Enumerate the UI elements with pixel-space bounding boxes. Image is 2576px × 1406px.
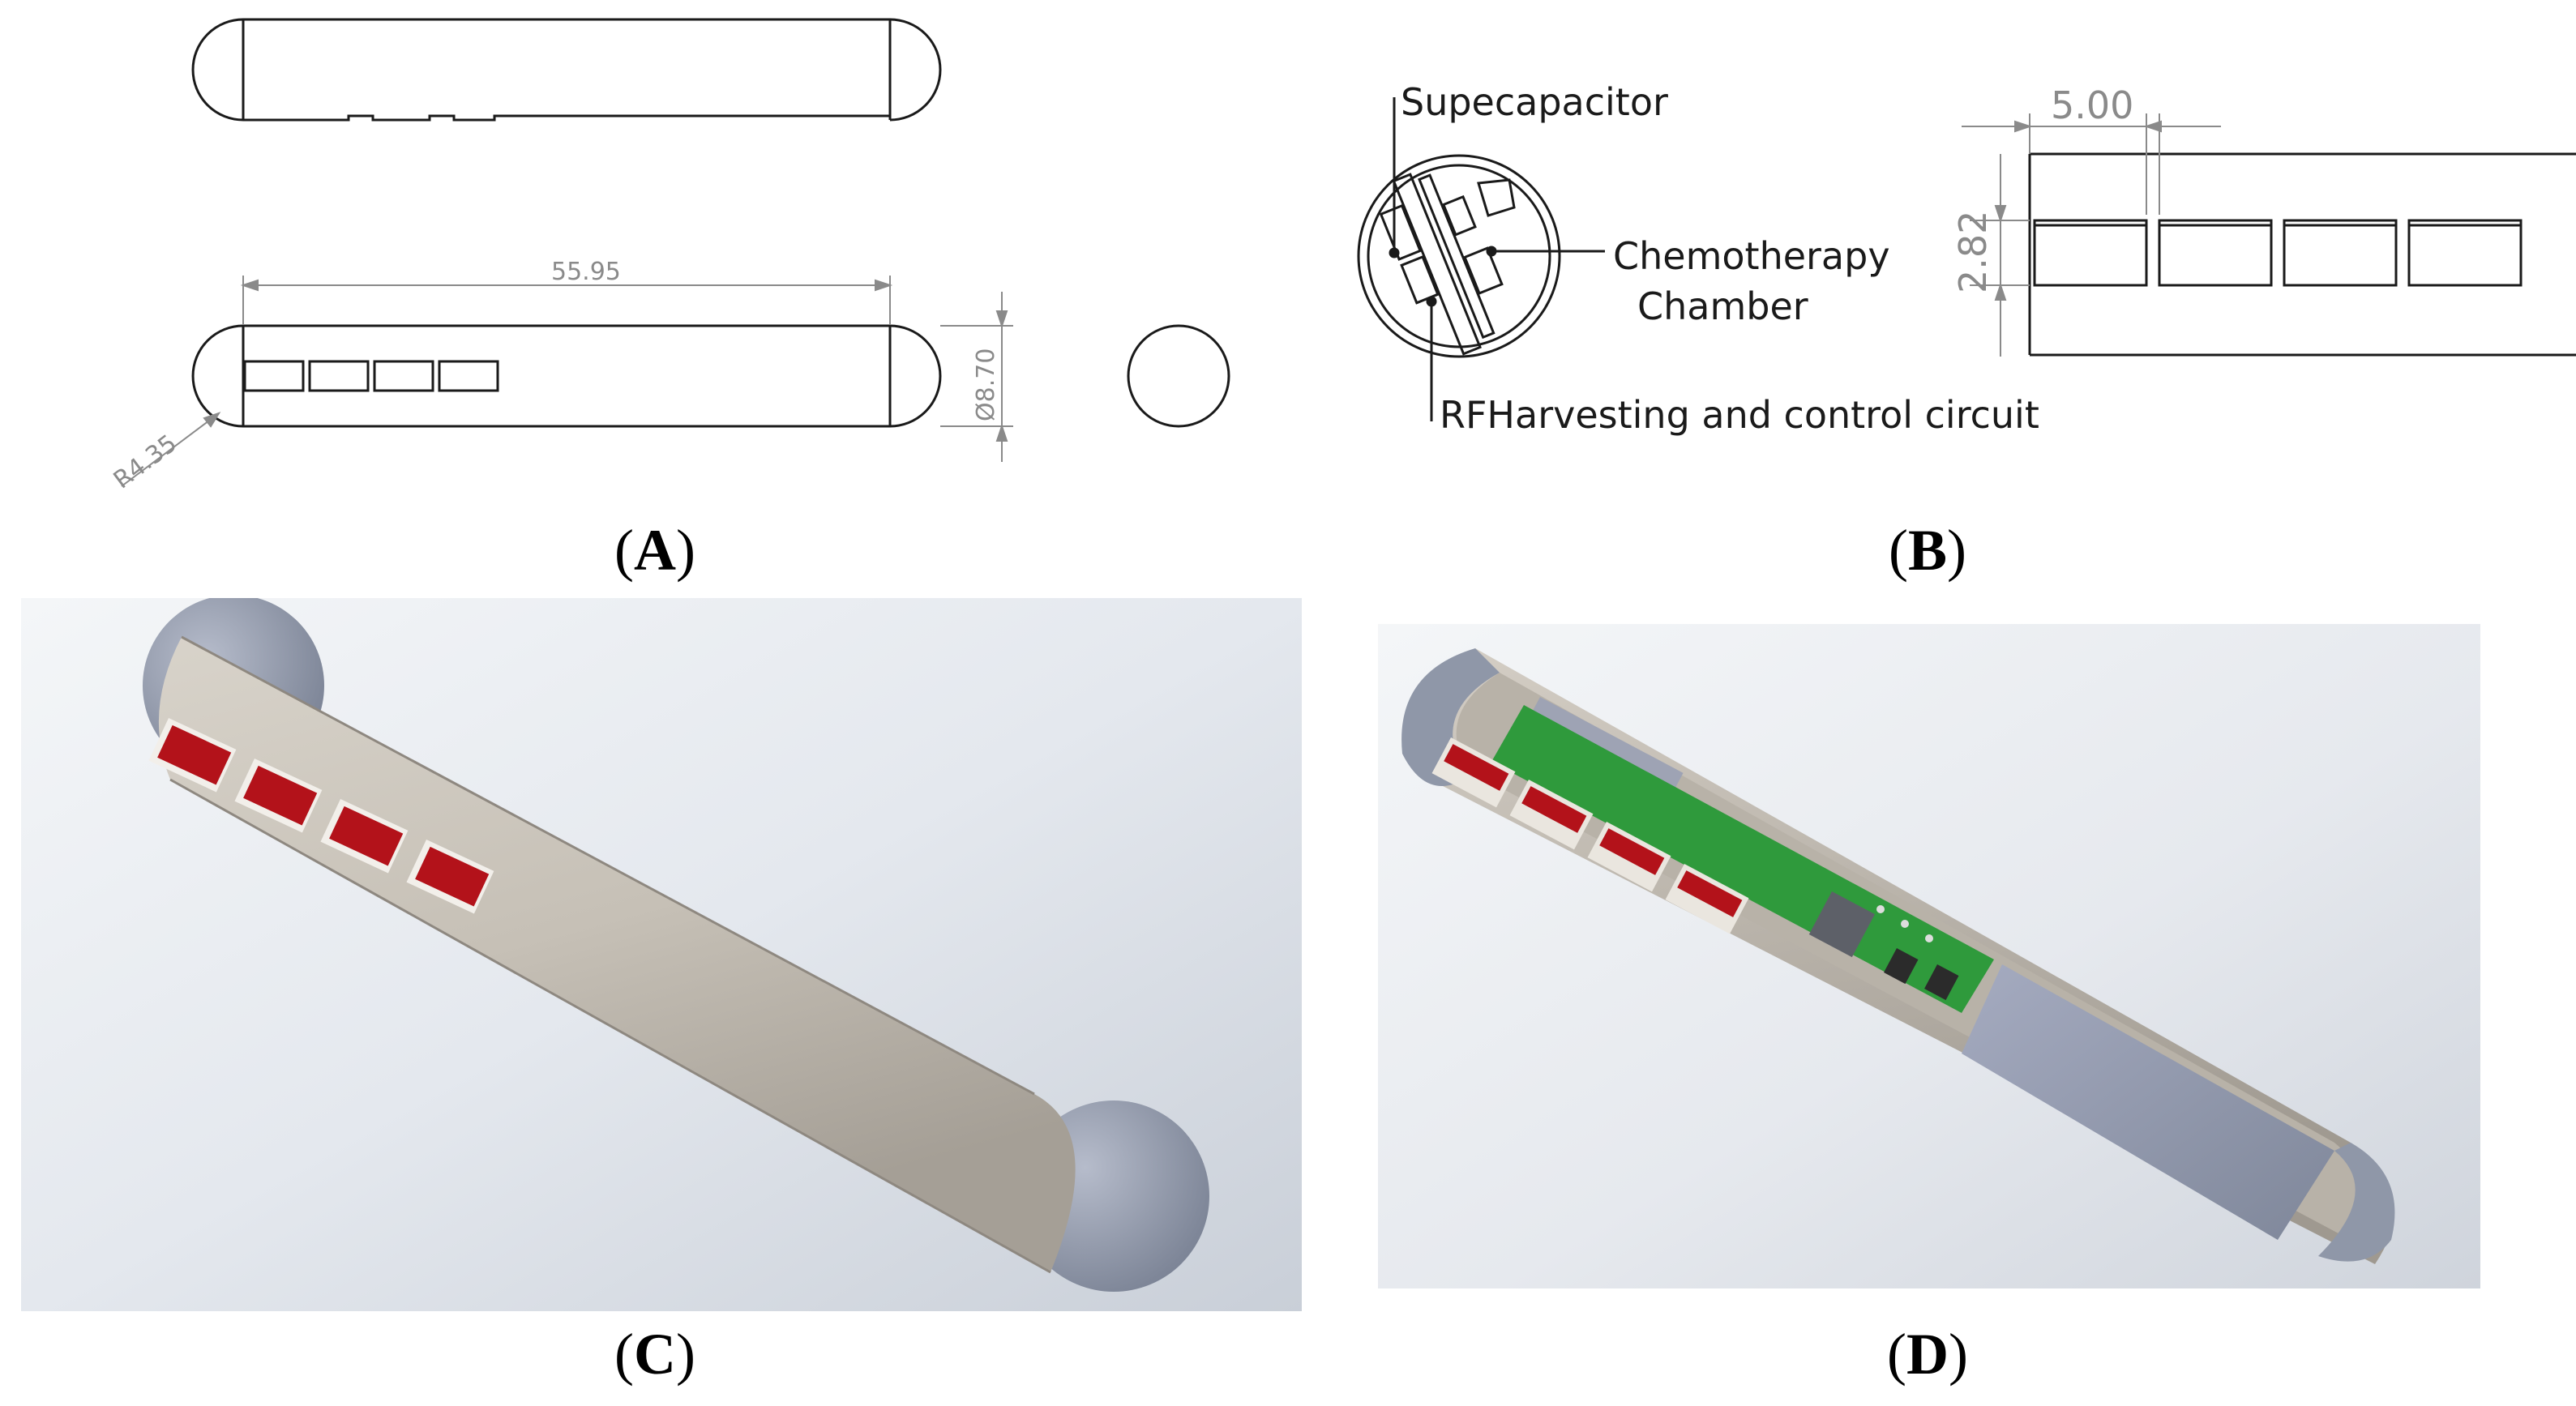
- capsule-body: [158, 637, 1076, 1272]
- chamber-windows: [148, 718, 494, 914]
- panel-d-render: [1378, 624, 2480, 1288]
- end-view-circle: [1127, 324, 1230, 428]
- pcb-board: [1491, 705, 1994, 1013]
- chamber-detail-slot: [2033, 219, 2148, 287]
- caption-a: (A): [614, 518, 695, 583]
- cross-section: [1357, 154, 1561, 358]
- chamber-detail-slot: [2158, 219, 2273, 287]
- circuit-label: RFHarvesting and control circuit: [1440, 393, 2039, 437]
- radius-dimension: [121, 412, 221, 487]
- chamber-detail-slot: [2283, 219, 2398, 287]
- caption-d: (D): [1887, 1322, 1968, 1387]
- height-dimension-text: 2.82: [1951, 211, 1995, 293]
- length-dimension-text: 55.95: [551, 258, 621, 286]
- panel-b-drawing: Supecapacitor Chemotherapy Chamber RFHar…: [1297, 0, 2576, 502]
- diameter-dimension: [940, 292, 1013, 462]
- label-leaders: [1389, 97, 1605, 421]
- chamber-slot: [373, 360, 434, 392]
- capsule-top-view: [191, 18, 942, 122]
- chamber-detail-slot: [2407, 219, 2523, 287]
- drug-chamber-compartment: [1962, 964, 2334, 1240]
- capsule-cap-right: [2318, 1143, 2395, 1262]
- panel-c-render: [21, 598, 1302, 1311]
- chamber-windows-cutaway: [1431, 737, 1749, 934]
- capsule-cap-left: [1401, 648, 1500, 786]
- radius-dimension-text: R4.35: [109, 429, 182, 495]
- height-dimension: [1970, 154, 2030, 357]
- chamber-label-line2: Chamber: [1637, 284, 1808, 328]
- chamber-label-line1: Chemotherapy: [1613, 234, 1890, 278]
- pitch-dimension: [1962, 113, 2221, 215]
- caption-b: (B): [1889, 518, 1966, 583]
- pitch-dimension-text: 5.00: [2051, 83, 2133, 127]
- chamber-detail: [2028, 152, 2576, 357]
- chamber-slot: [308, 360, 370, 392]
- panel-a-drawing: 55.95 Ø8.70 R4.35: [0, 0, 1281, 502]
- supercapacitor-label: Supecapacitor: [1401, 80, 1668, 124]
- chamber-slot: [438, 360, 499, 392]
- diameter-dimension-text: Ø8.70: [972, 348, 1000, 421]
- pcb-components: [1808, 891, 1959, 1001]
- capsule-side-view: [191, 324, 942, 428]
- length-dimension: [240, 276, 893, 324]
- chamber-slot: [243, 360, 305, 392]
- caption-c: (C): [614, 1322, 695, 1387]
